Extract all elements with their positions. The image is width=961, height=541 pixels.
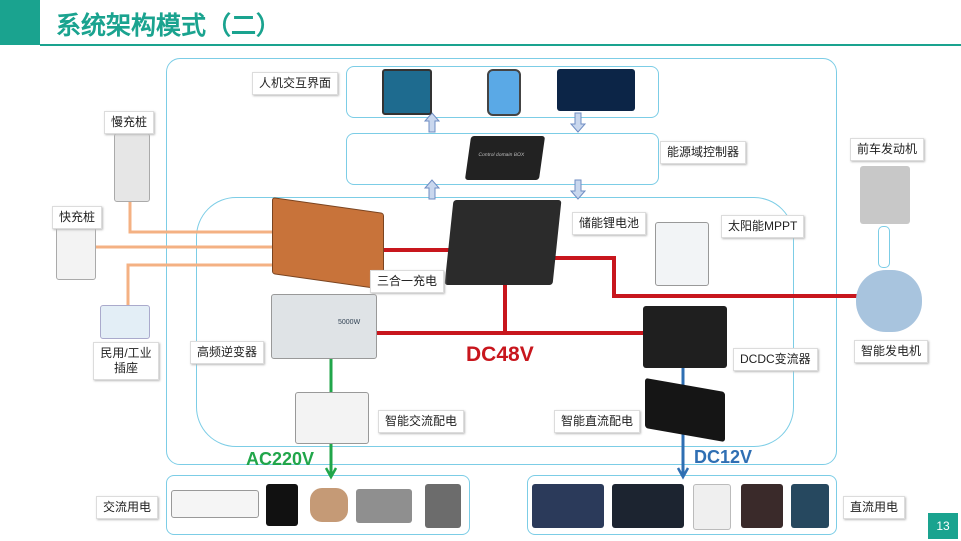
- battery-image: [444, 200, 562, 285]
- rice-cooker-image: [310, 488, 348, 522]
- air-conditioner-image: [171, 490, 259, 518]
- label-dc-load: 直流用电: [843, 496, 906, 519]
- dc48-bus-label: DC48V: [466, 343, 534, 366]
- phone-app-image: [487, 69, 521, 116]
- slow-charger-image: [114, 133, 150, 202]
- label-inverter: 高频逆变器: [190, 341, 265, 364]
- toilet-image: [693, 484, 731, 530]
- label-slow-charger: 慢充桩: [104, 111, 155, 134]
- ac220-bus-label: AC220V: [246, 449, 315, 469]
- inverter-caption: 5000W: [338, 319, 361, 326]
- label-ac-load: 交流用电: [96, 496, 159, 519]
- washing-machine-image: [425, 484, 461, 528]
- ac-load-frame: [166, 475, 470, 535]
- slow-charger-line: [128, 200, 272, 234]
- ac220-arrow: [324, 467, 338, 480]
- inverter-image: 5000W: [271, 294, 377, 359]
- controller-frame: [346, 133, 659, 185]
- arrow-down-controller: [569, 112, 587, 133]
- power-domain-frame: [196, 197, 794, 447]
- label-dc-distribution: 智能直流配电: [554, 410, 641, 433]
- front-engine-image: [860, 166, 910, 224]
- label-ac-distribution: 智能交流配电: [378, 410, 465, 433]
- tablet-screen-image: [382, 69, 432, 115]
- label-solar-mppt: 太阳能MPPT: [721, 215, 805, 238]
- label-three-in-one: 三合一充电: [370, 270, 445, 293]
- label-smart-generator: 智能发电机: [854, 340, 929, 363]
- label-front-engine: 前车发动机: [850, 138, 925, 161]
- title-underline: [40, 44, 961, 46]
- label-hmi: 人机交互界面: [252, 72, 339, 95]
- ac-distribution-image: [295, 392, 369, 444]
- controller-box-image: Control domain BOX: [464, 136, 546, 180]
- solar-generator-link: [548, 256, 860, 298]
- smart-generator-image: [856, 270, 922, 332]
- controller-box-caption: Control domain BOX: [478, 152, 525, 158]
- dc12-bus-label: DC12V: [694, 447, 753, 467]
- arrow-down-battery: [569, 179, 587, 200]
- control-panel-image: [612, 484, 684, 528]
- hmi-frame: [346, 66, 659, 118]
- belt-image: [878, 226, 890, 268]
- arrow-up-hmi: [423, 112, 441, 133]
- induction-cooker-image: [266, 484, 298, 526]
- dashboard-screen-image: [557, 69, 635, 111]
- vehicle-interior-image: [532, 484, 604, 528]
- dcdc-converter-image: [643, 306, 727, 368]
- system-outer-frame: [166, 58, 837, 465]
- label-energy-controller: 能源域控制器: [660, 141, 747, 164]
- label-fast-charger: 快充桩: [52, 206, 103, 229]
- page-title: 系统架构模式（二）: [56, 12, 282, 40]
- dc48-bus-lines: [375, 248, 860, 335]
- charging-lines: [95, 200, 285, 305]
- page-number: 13: [928, 513, 958, 539]
- dc12-arrow: [676, 467, 690, 480]
- arrow-up-controller: [423, 179, 441, 200]
- fridge-image: [741, 484, 783, 528]
- socket-image: [100, 305, 150, 339]
- three-in-one-charger-image: [272, 197, 384, 290]
- fast-charger-image: [56, 226, 96, 280]
- label-dcdc: DCDC变流器: [733, 348, 818, 371]
- title-accent-block: [0, 0, 40, 45]
- data-arrows: [423, 112, 587, 200]
- label-battery: 储能锂电池: [572, 212, 647, 235]
- title-bar: 系统架构模式（二）: [0, 0, 961, 46]
- microwave-image: [356, 489, 412, 523]
- solar-mppt-image: [655, 222, 709, 286]
- socket-line: [126, 263, 285, 305]
- label-socket: 民用/工业插座: [93, 342, 159, 380]
- tv-image: [791, 484, 829, 528]
